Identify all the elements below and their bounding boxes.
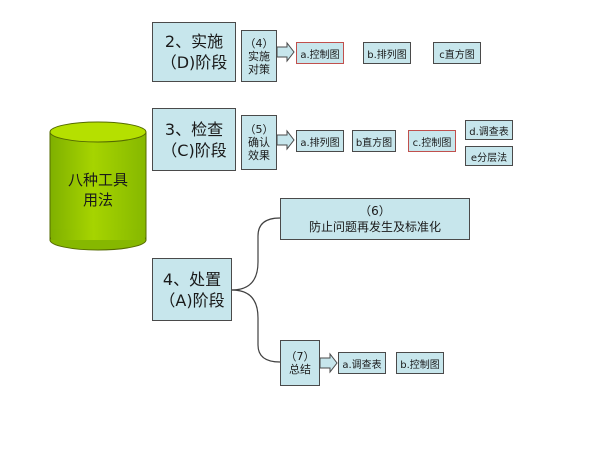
tool-c-c-box: c.控制图 bbox=[408, 130, 456, 152]
cylinder-label-line2: 用法 bbox=[82, 191, 113, 209]
step-7-line1: 总结 bbox=[289, 363, 311, 376]
tool-d-b-box: b.排列图 bbox=[363, 42, 411, 64]
tool-7-b-box: b.控制图 bbox=[396, 352, 444, 374]
step-5-num: （5） bbox=[244, 123, 274, 136]
tool-7-a-box: a.调查表 bbox=[338, 352, 386, 374]
step-5-box: （5） 确认 效果 bbox=[241, 115, 277, 170]
tool-c-a-box: a.排列图 bbox=[296, 130, 344, 152]
tool-c-b-box: b直方图 bbox=[352, 130, 396, 152]
step-7-num: （7） bbox=[285, 350, 315, 363]
cylinder-label: 八种工具 用法 bbox=[50, 170, 146, 210]
step-4-line2: 对策 bbox=[248, 62, 270, 76]
phase-a-line2: （A)阶段 bbox=[159, 290, 225, 310]
step-7-box: （7） 总结 bbox=[280, 340, 320, 386]
step-6-num: （6） bbox=[359, 204, 391, 218]
step-4-box: （4） 实施 对策 bbox=[241, 30, 277, 82]
cylinder-shape bbox=[49, 121, 147, 251]
step-6-box: （6） 防止问题再发生及标准化 bbox=[280, 198, 470, 240]
phase-d-box: 2、实施 （D)阶段 bbox=[152, 22, 236, 82]
step-5-line1: 确认 bbox=[248, 136, 270, 149]
block-arrow bbox=[276, 41, 338, 374]
cylinder-label-line1: 八种工具 bbox=[67, 171, 128, 189]
step-4-line1: 实施 bbox=[248, 49, 270, 63]
phase-c-box: 3、检查 （C)阶段 bbox=[152, 108, 236, 171]
tool-c-e-box: e分层法 bbox=[465, 146, 513, 166]
phase-a-box: 4、处置 （A)阶段 bbox=[152, 258, 232, 321]
phase-a-line1: 4、处置 bbox=[162, 269, 222, 289]
step-6-line1: 防止问题再发生及标准化 bbox=[308, 220, 441, 234]
tool-d-a-box: a.控制图 bbox=[296, 42, 344, 64]
bracket-connector bbox=[231, 217, 281, 363]
phase-d-line2: （D)阶段 bbox=[160, 53, 228, 72]
tool-d-c-box: c直方图 bbox=[433, 42, 481, 64]
step-5-line2: 效果 bbox=[248, 149, 270, 162]
tool-c-d-box: d.调查表 bbox=[465, 120, 513, 140]
step-4-num: （4） bbox=[244, 36, 274, 50]
phase-d-line1: 2、实施 bbox=[164, 32, 224, 51]
phase-c-line1: 3、检查 bbox=[164, 119, 224, 139]
phase-c-line2: （C)阶段 bbox=[161, 140, 227, 160]
